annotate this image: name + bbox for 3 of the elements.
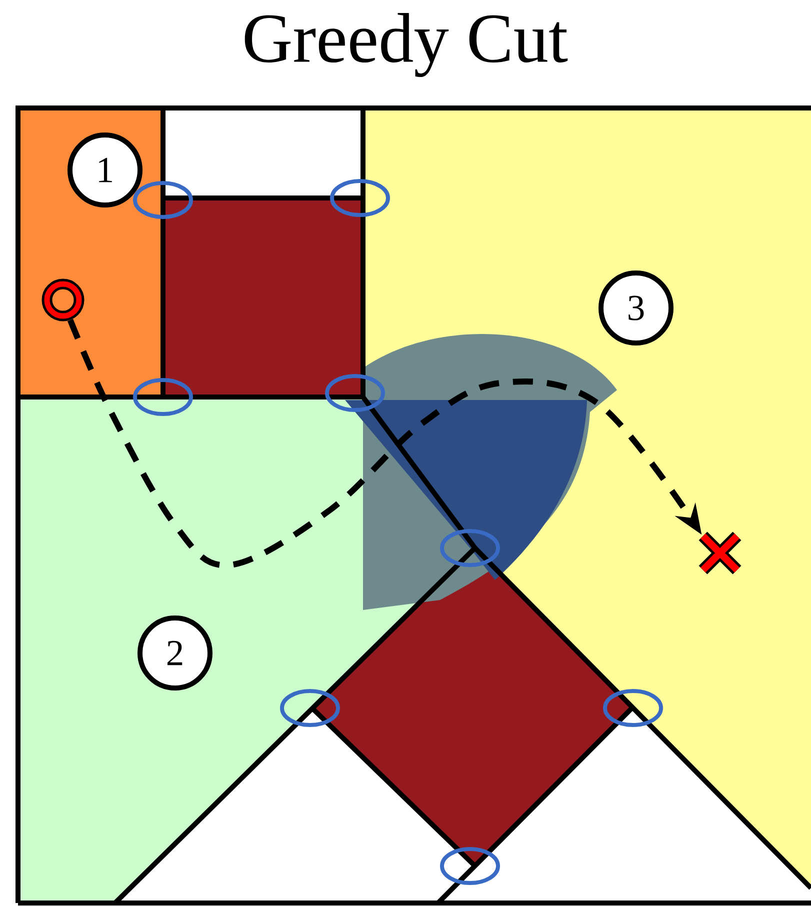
title: Greedy Cut (244, 13, 568, 77)
goal-cross (697, 530, 743, 576)
start-ring (42, 278, 84, 322)
